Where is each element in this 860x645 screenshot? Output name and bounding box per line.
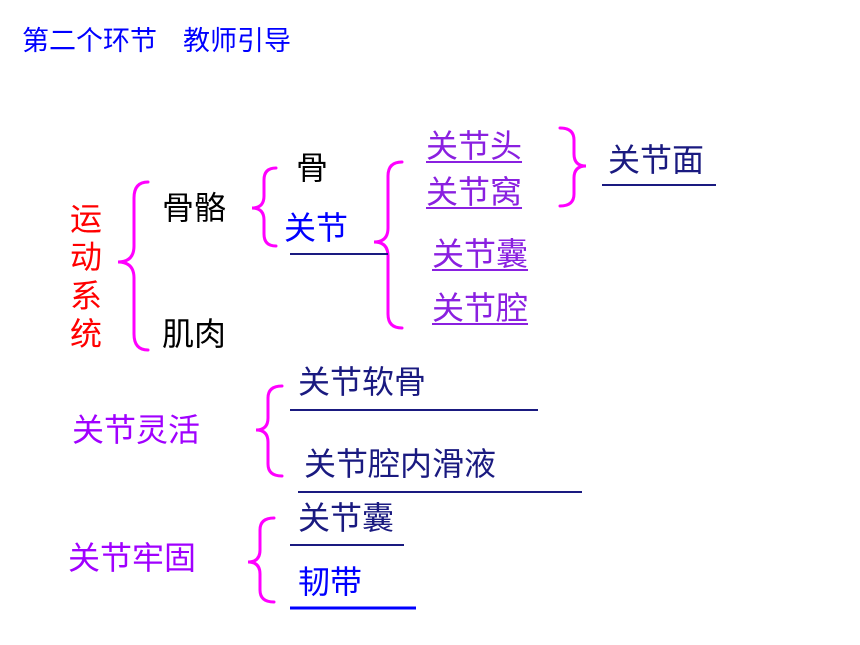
brace-main xyxy=(117,180,150,352)
brace-head-socket xyxy=(558,126,587,208)
page-title: 第二个环节教师引导 xyxy=(22,28,291,55)
root-label: 运 动 系 统 xyxy=(70,200,106,354)
brace-firm xyxy=(247,516,276,604)
firm-item: 韧带 xyxy=(298,563,363,601)
bone-label: 骨 xyxy=(296,149,329,187)
root-char: 统 xyxy=(70,315,103,354)
muscle-label: 肌肉 xyxy=(162,315,227,353)
flexible-item: 关节腔内滑液 xyxy=(304,445,497,483)
root-char: 运 xyxy=(70,200,103,238)
flexible-label: 关节灵活 xyxy=(72,411,201,449)
title-part-1: 第二个环节 xyxy=(22,26,157,57)
skeleton-label: 骨骼 xyxy=(162,189,227,227)
flexible-item: 关节软骨 xyxy=(298,363,427,401)
joint-cavity-link[interactable]: 关节腔 xyxy=(432,289,529,327)
joint-label: 关节 xyxy=(284,209,349,247)
root-char: 动 xyxy=(70,238,103,277)
joint-head-link[interactable]: 关节头 xyxy=(426,127,523,165)
brace-skeleton xyxy=(251,166,278,248)
joint-socket-link[interactable]: 关节窝 xyxy=(426,173,523,211)
firm-item: 关节囊 xyxy=(298,499,395,537)
firm-label: 关节牢固 xyxy=(68,539,197,577)
joint-surface-label: 关节面 xyxy=(608,141,705,179)
joint-capsule-link[interactable]: 关节囊 xyxy=(432,235,529,273)
title-part-2: 教师引导 xyxy=(183,26,291,57)
root-char: 系 xyxy=(70,276,103,315)
brace-flexible xyxy=(255,384,284,478)
brace-joint xyxy=(373,160,404,330)
